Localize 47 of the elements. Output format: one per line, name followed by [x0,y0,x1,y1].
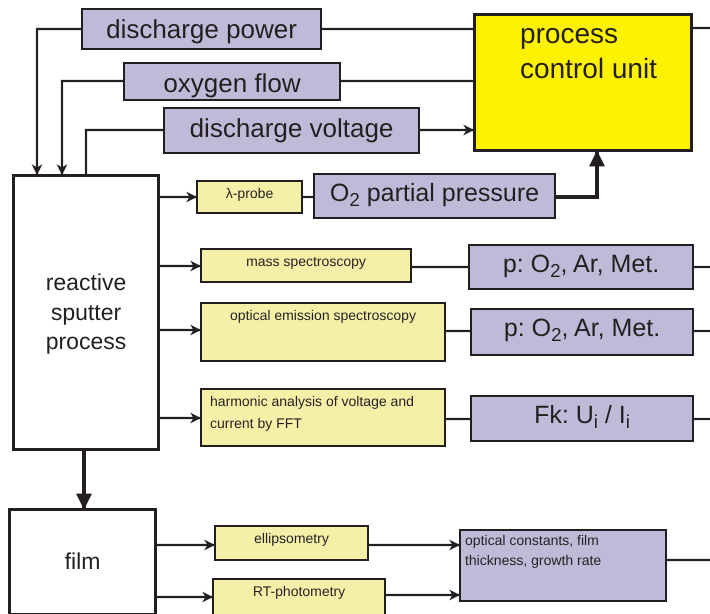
node-label: RT-photometry [252,582,346,601]
sensor-box [214,525,369,561]
node-label: discharge power [106,13,297,46]
connector-arrow [157,592,214,602]
node-label: ellipsometry [254,529,329,548]
signal-box [470,308,694,356]
node-label: Fk: U$_{i}$ / I$_{i}$ [534,400,630,434]
signal-box [123,62,341,101]
signal-box [313,173,556,219]
sensor-box [200,302,446,362]
sensor-box [196,180,303,214]
connector-arrow [32,28,81,176]
node-label: oxygen flow [163,67,301,100]
node-label: harmonic analysis of voltage and current by FFT [210,392,415,434]
node-label: optical constants, film thickness, growth rate [465,531,602,570]
node-label: p: O$_{2}$, Ar, Met. [504,313,660,347]
node-label: reactive sputter process [44,268,128,356]
node-label: O$_{2}$ partial pressure [330,178,540,212]
signal-box [163,107,420,154]
node-label: optical emission spectroscopy [230,306,416,325]
sensor-box [200,388,446,447]
node-label: discharge voltage [190,112,394,145]
signal-box [470,395,694,442]
signal-box [459,529,667,602]
connector-arrow [76,451,92,510]
node-label: λ-probe [226,184,274,203]
node-label: process control unit [520,17,658,86]
connector-arrow [160,324,202,336]
connector-arrow [386,590,460,600]
signal-box [468,244,694,290]
node-label: mass spectroscopy [246,252,366,271]
connector-arrow [160,412,202,424]
connector-arrow [160,192,198,202]
control-unit-box [473,13,693,152]
signal-box [81,8,322,50]
connector-arrow [56,80,123,176]
sensor-box [200,248,412,283]
node-label: film [64,547,100,576]
connector-arrow [420,124,474,136]
connector-arrow [157,540,216,550]
node-label: p: O$_{2}$, Ar, Met. [502,249,660,283]
process-box [8,508,157,614]
sensor-box [212,578,386,614]
connector-arrow [556,150,605,199]
process-box [12,174,160,451]
connector-arrow [369,540,460,550]
connector-arrow [160,260,202,272]
